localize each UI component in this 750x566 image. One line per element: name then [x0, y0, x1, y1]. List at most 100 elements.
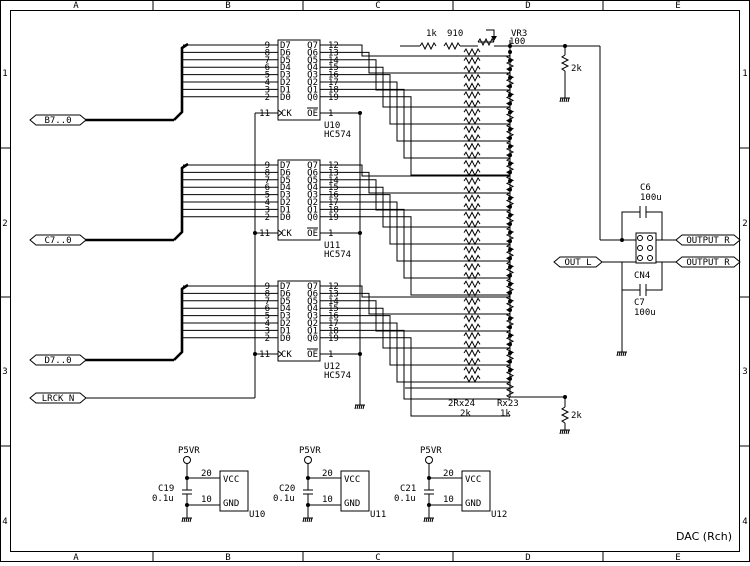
ground-symbol: [563, 429, 566, 435]
latch-ref: U10: [324, 121, 340, 131]
wire: [510, 396, 566, 407]
ic-ref: U10: [249, 510, 265, 520]
latch-part: HC574: [324, 250, 351, 260]
latch-pin-name: Q1: [307, 205, 318, 215]
data-bus: [173, 283, 189, 361]
capacitor-label: 0.1u: [273, 494, 295, 504]
latch-output-wire: [320, 322, 510, 383]
ground-symbol: [427, 517, 430, 523]
ic-power-body: [219, 470, 249, 512]
resistor: [505, 226, 515, 244]
latch-pin-number: 16: [328, 312, 339, 322]
latch-pin-name: D2: [280, 319, 291, 329]
resistor: [505, 157, 515, 175]
latch-pin-number: 9: [265, 41, 270, 51]
latch-ck-label: CK: [281, 350, 292, 360]
capacitor-label: C6: [640, 183, 651, 193]
power-pin-number: 20: [443, 469, 454, 479]
capacitor-label: 0.1u: [152, 494, 174, 504]
ic-pin-name: GND: [465, 499, 481, 509]
resistor: [443, 41, 461, 51]
ic-pin-name: VCC: [223, 475, 239, 485]
latch-pin-number: 4: [265, 198, 270, 208]
clock-triangle: [277, 350, 283, 358]
latch-pin-number: 13: [328, 168, 339, 178]
latch-pin-name: Q6: [307, 289, 318, 299]
latch-pin-number: 11: [259, 350, 270, 360]
resistor: [463, 331, 481, 340]
latch-output-wire: [320, 337, 510, 417]
resistor: [463, 314, 481, 323]
output-r-port: OUTPUT_R: [675, 256, 741, 268]
lrck-port: LRCK_N: [29, 392, 87, 404]
clock-triangle: [277, 109, 283, 117]
row-label: 4: [742, 517, 747, 527]
latch-pin-number: 19: [328, 334, 339, 344]
bus-port-b: B7..0: [29, 114, 87, 126]
power-supply-label: P5VR: [420, 446, 442, 456]
row-label: 3: [2, 367, 7, 377]
title-block-label: DAC (Rch): [676, 530, 732, 543]
resistor: [463, 237, 481, 246]
latch-output-wire: [320, 88, 510, 159]
latch-pin-number: 9: [265, 282, 270, 292]
output-r-port: OUTPUT_R: [675, 234, 741, 246]
latch-oe-label: OE: [307, 229, 318, 239]
port-label: C7..0: [44, 236, 71, 246]
resistor: [463, 288, 481, 297]
latch-pin-number: 18: [328, 326, 339, 336]
latch-pin-name: Q6: [307, 48, 318, 58]
latch-pin-name: Q0: [307, 213, 318, 223]
resistor: [463, 280, 481, 289]
ground-symbol: [620, 351, 623, 357]
latch-pin-name: D6: [280, 168, 291, 178]
resistor: [560, 54, 570, 72]
latch-pin-number: 2: [265, 213, 270, 223]
ground-symbol: [302, 517, 305, 523]
clock-triangle: [277, 229, 283, 237]
latch-pin-number: 12: [328, 41, 339, 51]
latch-pin-number: 17: [328, 78, 339, 88]
capacitor-label: 0.1u: [394, 494, 416, 504]
latch-pin-number: 19: [328, 213, 339, 223]
resistor: [463, 133, 481, 143]
port-label: OUTPUT_R: [686, 236, 730, 246]
latch-pin-number: 3: [265, 205, 270, 215]
latch-output-wire: [320, 216, 510, 296]
latch-pin-name: Q7: [307, 161, 318, 171]
port-label: OUTPUT_R: [686, 258, 730, 268]
resistor: [463, 125, 481, 134]
resistor: [505, 295, 515, 313]
latch-pin-name: Q3: [307, 191, 318, 201]
latch-pin-number: 3: [265, 85, 270, 95]
latch-pin-name: D3: [280, 312, 291, 322]
resistor: [505, 88, 515, 106]
latch-pin-name: Q7: [307, 41, 318, 51]
column-label: C: [375, 553, 380, 562]
latch-pin-name: Q4: [307, 304, 318, 314]
resistor: [505, 140, 515, 158]
latch-pin-number: 15: [328, 63, 339, 73]
resistor: [463, 254, 481, 263]
latch-pin-name: Q2: [307, 78, 318, 88]
bus-port-d: D7..0: [29, 354, 87, 366]
resistor: [463, 159, 481, 168]
latch-pin-name: Q5: [307, 56, 318, 66]
resistor: [463, 374, 481, 383]
resistor: [505, 260, 515, 278]
resistor: [505, 278, 515, 296]
latch-pin-name: Q5: [307, 176, 318, 186]
latch-pin-number: 2: [265, 334, 270, 344]
latch-pin-name: Q7: [307, 282, 318, 292]
resistor: [463, 56, 481, 65]
resistor: [463, 82, 481, 91]
resistor: [505, 123, 515, 141]
ground-symbol: [185, 517, 188, 523]
capacitor-label: C20: [279, 484, 295, 494]
resistor: [463, 142, 481, 151]
